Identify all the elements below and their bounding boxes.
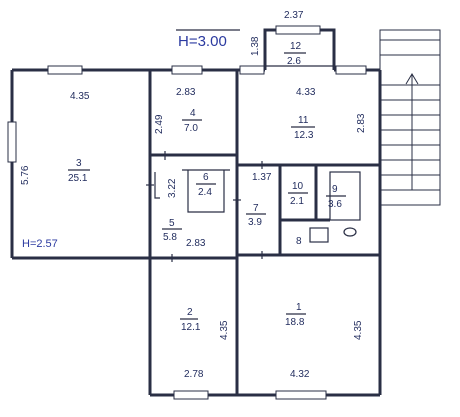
dim-room4-width: 2.83 (176, 87, 196, 98)
room-1: 1 18.8 (285, 302, 306, 328)
room-number: 5 (169, 218, 175, 229)
room-number: 1 (296, 302, 302, 313)
ceiling-height-label: H=3.00 (178, 33, 227, 50)
room-number: 4 (190, 108, 196, 119)
room-number: 7 (253, 203, 259, 214)
dim-room2-width: 2.78 (184, 369, 204, 380)
room-area: 3.9 (248, 217, 262, 228)
room-number: 3 (76, 158, 82, 169)
room-11: 11 12.3 (291, 115, 315, 141)
doors (146, 151, 263, 262)
dim-room11-width: 4.33 (296, 87, 316, 98)
staircase (379, 29, 441, 206)
dim-room1-height: 4.35 (353, 320, 364, 340)
room-area: 5.8 (163, 232, 177, 243)
interior-walls (148, 70, 380, 395)
dim-room3-width: 4.35 (70, 91, 90, 102)
window-room11-b (335, 65, 367, 75)
room-number: 2 (187, 307, 193, 318)
dim-room5-width: 2.83 (186, 238, 206, 249)
room-area: 2.1 (290, 196, 304, 207)
room-area: 2.6 (287, 56, 301, 67)
room-area: 12.3 (294, 130, 314, 141)
dimension-labels: 2.37 1.38 4.35 5.76 2.83 2.49 4.33 2.83 … (20, 10, 367, 380)
room-8: 8 (296, 236, 302, 247)
dim-room7-width: 1.37 (252, 172, 272, 183)
window-room4 (171, 65, 203, 75)
window-room2 (173, 390, 209, 400)
room-number: 9 (332, 184, 338, 195)
room-5: 5 5.8 (162, 218, 182, 243)
dim-balcony-depth: 1.38 (250, 36, 261, 56)
window-side (7, 121, 17, 163)
dim-room5-height: 3.22 (167, 178, 178, 198)
room-area: 12.1 (181, 322, 201, 333)
room-4: 4 7.0 (182, 108, 202, 134)
room-10: 10 2.1 (288, 181, 308, 207)
window-room3 (47, 65, 83, 75)
dim-balcony-width: 2.37 (284, 10, 304, 21)
room-number: 12 (290, 41, 302, 52)
room-number: 8 (296, 236, 302, 247)
dim-room3-height: 5.76 (20, 165, 31, 185)
window-room1 (275, 390, 327, 400)
room-6: 6 2.4 (196, 172, 216, 198)
toilet (309, 227, 329, 243)
dim-room1-width: 4.32 (290, 369, 310, 380)
room3-height-label: H=2.57 (22, 238, 58, 250)
dim-room11-height: 2.83 (356, 113, 367, 133)
window-room12 (275, 25, 321, 35)
room-number: 10 (292, 181, 304, 192)
room-12: 12 2.6 (284, 41, 306, 67)
room-3: 3 25.1 (68, 158, 90, 184)
room-area: 25.1 (68, 173, 88, 184)
room-area: 2.4 (198, 187, 212, 198)
room-area: 7.0 (184, 123, 198, 134)
windows (7, 25, 367, 400)
exterior-walls (10, 28, 382, 397)
sink (343, 227, 357, 237)
room-number: 6 (203, 172, 209, 183)
room-area: 3.6 (328, 199, 342, 210)
window-room11-a (239, 65, 265, 75)
dim-room4-height: 2.49 (154, 114, 165, 134)
room-9: 9 3.6 (326, 184, 346, 210)
room-number: 11 (298, 115, 309, 126)
dim-room2-height: 4.35 (219, 320, 230, 340)
room-area: 18.8 (285, 317, 305, 328)
room-2: 2 12.1 (180, 307, 201, 333)
room-7: 7 3.9 (246, 203, 266, 228)
